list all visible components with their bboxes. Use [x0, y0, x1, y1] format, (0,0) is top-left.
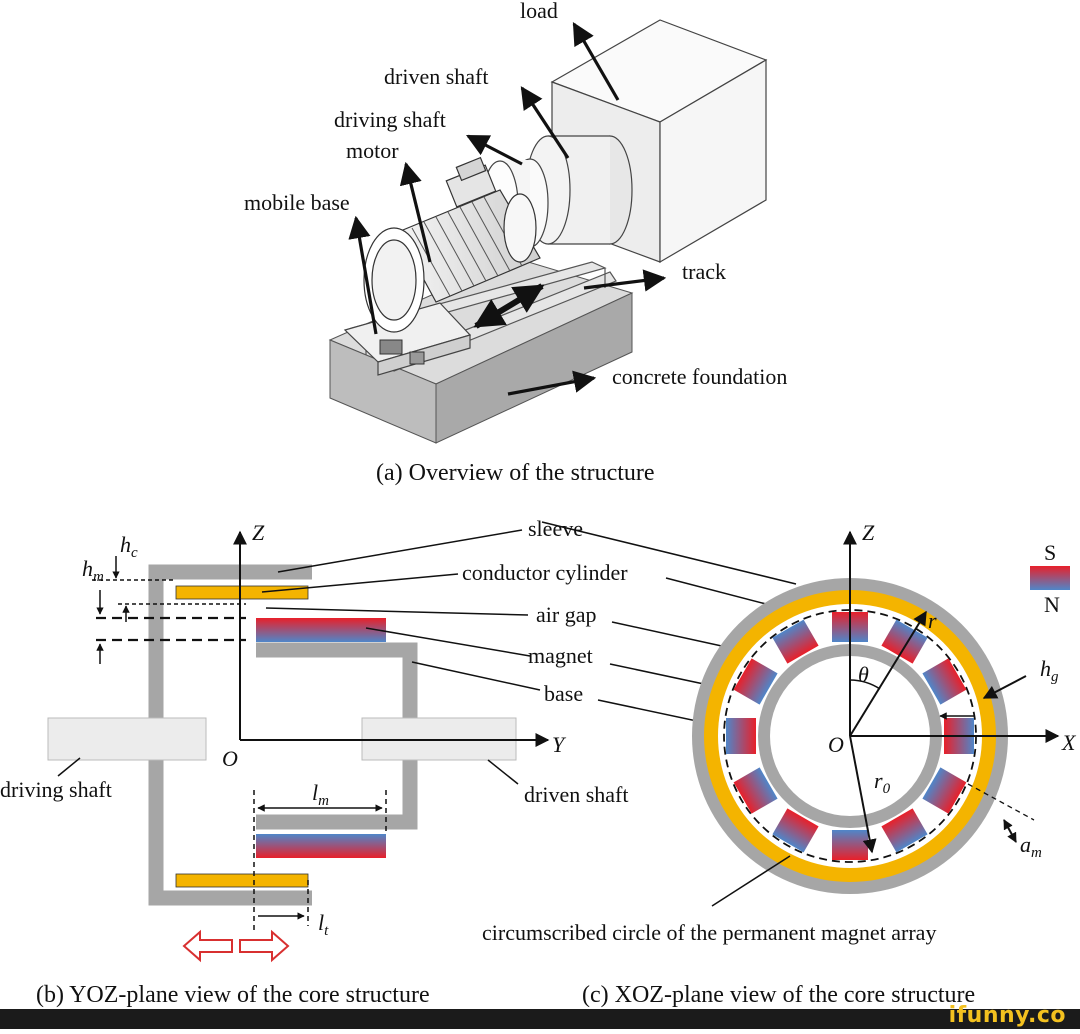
label-concrete-foundation: concrete foundation [612, 364, 787, 389]
axis-z-b: Z [252, 520, 265, 545]
motor-body [363, 156, 541, 333]
magnet-segment [832, 830, 868, 860]
magnet-segment [733, 767, 778, 814]
legend-s: S [1044, 540, 1056, 565]
label-circumscribed-circle: circumscribed circle of the permanent ma… [482, 920, 936, 945]
magnet-segment [881, 808, 928, 853]
symbol-hg: hg [1040, 656, 1059, 685]
symbol-hc: hc [120, 532, 138, 561]
symbol-r: r [928, 608, 937, 633]
magnet-array [726, 612, 974, 860]
circle-leader [711, 855, 791, 907]
mobile-base-pointer [348, 215, 378, 335]
load-pointer [572, 22, 620, 101]
track-pointer [583, 269, 667, 292]
origin-c: O [828, 732, 844, 757]
symbol-hm: hm [82, 556, 104, 585]
axis-z-c: Z [862, 520, 875, 545]
caption-c: (c) XOZ-plane view of the core structure [582, 982, 975, 1008]
label-sleeve: sleeve [528, 516, 583, 541]
magnet-segment [733, 658, 778, 705]
symbol-r0: r0 [874, 768, 891, 797]
foundation-pointer [507, 370, 597, 396]
label-air-gap: air gap [536, 602, 596, 627]
label-driven-shaft: driven shaft [384, 64, 488, 89]
magnet-segment [772, 619, 819, 664]
label-driving-shaft-b: driving shaft [0, 777, 112, 802]
conductor-bottom [175, 873, 309, 888]
axis-x-c: X [1061, 730, 1077, 755]
mobile-base-plate [343, 302, 472, 376]
label-conductor-cylinder: conductor cylinder [462, 560, 628, 585]
symbol-am: am [1020, 832, 1042, 861]
symbol-lt: lt [318, 910, 329, 939]
magnet-bottom [256, 834, 386, 858]
magnet-segment [881, 619, 928, 664]
label-motor: motor [346, 138, 399, 163]
caption-a: (a) Overview of the structure [376, 460, 655, 486]
magnet-segment [772, 808, 819, 853]
label-base: base [544, 681, 583, 706]
watermark: ifunny.co [948, 1003, 1066, 1028]
translation-double-arrow [182, 929, 290, 963]
label-driving-shaft: driving shaft [334, 107, 446, 132]
magnet-top [256, 618, 386, 642]
label-mobile-base: mobile base [244, 190, 350, 215]
polarity-legend: S N [1030, 540, 1070, 617]
symbol-lm: lm [312, 780, 329, 809]
driven-shaft-pointer [520, 86, 570, 159]
label-driven-shaft-b: driven shaft [524, 782, 628, 807]
label-track: track [682, 259, 726, 284]
driving-shaft-block [47, 717, 207, 761]
motor-pointer [399, 161, 432, 263]
magnet-segment [726, 718, 756, 754]
caption-b: (b) YOZ-plane view of the core structure [36, 982, 430, 1008]
legend-swatch [1030, 566, 1070, 590]
magnet-segment [922, 767, 967, 814]
driving-shaft-pointer [466, 134, 523, 166]
panel-b-axes [233, 530, 550, 747]
panel-a-illustration [328, 19, 768, 444]
panel-b-dimensions [92, 556, 387, 930]
magnet-segment [922, 658, 967, 705]
symbol-theta: θ [858, 662, 869, 687]
footer-bar [0, 1009, 1080, 1029]
legend-n: N [1044, 592, 1060, 617]
axis-y-b: Y [552, 732, 567, 757]
origin-b: O [222, 746, 238, 771]
panel-a-pointer-arrows [348, 22, 667, 396]
label-load: load [520, 0, 558, 23]
motion-double-arrow [473, 283, 545, 329]
panel-c-axes [843, 530, 1060, 854]
label-magnet: magnet [528, 643, 593, 668]
panel-b-structure [47, 564, 517, 906]
conductor-top [175, 585, 309, 600]
